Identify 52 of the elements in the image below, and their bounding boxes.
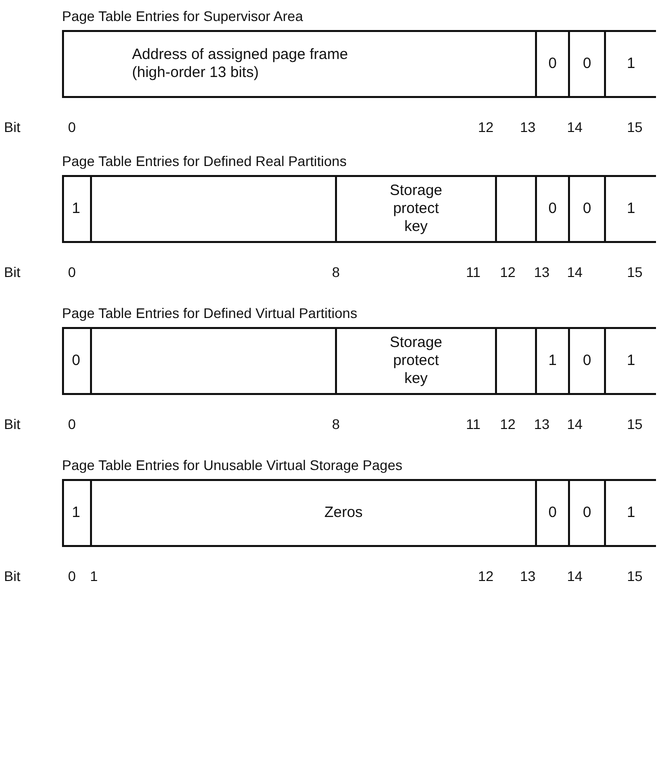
bit-number: 0 [68,264,76,280]
bit-number: 14 [567,119,583,135]
bit-number: 1 [90,568,98,584]
bit-number: 12 [478,119,494,135]
section-heading: Page Table Entries for Defined Real Partitions [62,153,347,169]
bit-number: 15 [627,568,643,584]
bit-field: Zeros [90,481,535,545]
bit-caption: Bit [4,416,20,432]
bit-number: 13 [534,416,550,432]
bit-number: 15 [627,264,643,280]
bit-number: 0 [68,119,76,135]
bit-number: 11 [466,416,481,432]
bit-number: 12 [500,416,516,432]
bit-field: 0 [535,481,568,545]
bit-field: 1 [62,481,90,545]
bit-number: 14 [567,264,583,280]
bit-field: 0 [62,329,90,393]
bit-number: 14 [567,416,583,432]
bit-number: 13 [520,568,536,584]
bit-field: 0 [535,177,568,241]
bit-field: 1 [62,177,90,241]
bit-field: 1 [604,481,656,545]
bit-number: 12 [478,568,494,584]
bit-number: 12 [500,264,516,280]
bit-caption: Bit [4,568,20,584]
bit-field: Storage protect key [335,329,495,393]
bit-field: 1 [604,329,656,393]
bit-number: 0 [68,416,76,432]
bit-field: 0 [568,329,604,393]
bit-number: 0 [68,568,76,584]
bit-number: 8 [332,264,340,280]
bit-number: 14 [567,568,583,584]
bit-caption: Bit [4,119,20,135]
section-heading: Page Table Entries for Supervisor Area [62,8,303,24]
bit-field: 0 [535,32,568,96]
bit-number: 8 [332,416,340,432]
section-heading: Page Table Entries for Defined Virtual Partitions [62,305,358,321]
bit-field: 1 [604,32,656,96]
bit-number: 13 [520,119,536,135]
bit-field: 0 [568,481,604,545]
bit-field: 1 [604,177,656,241]
bit-number: 15 [627,119,643,135]
bit-field: Address of assigned page frame (high-order 13 bits) [62,32,535,96]
bit-field: Storage protect key [335,177,495,241]
bit-field: 0 [568,32,604,96]
bit-field: 0 [568,177,604,241]
bit-number: 13 [534,264,550,280]
section-heading: Page Table Entries for Unusable Virtual Storage Pages [62,457,402,473]
bit-caption: Bit [4,264,20,280]
bit-number: 11 [466,264,481,280]
bit-number: 15 [627,416,643,432]
bit-field: 1 [535,329,568,393]
